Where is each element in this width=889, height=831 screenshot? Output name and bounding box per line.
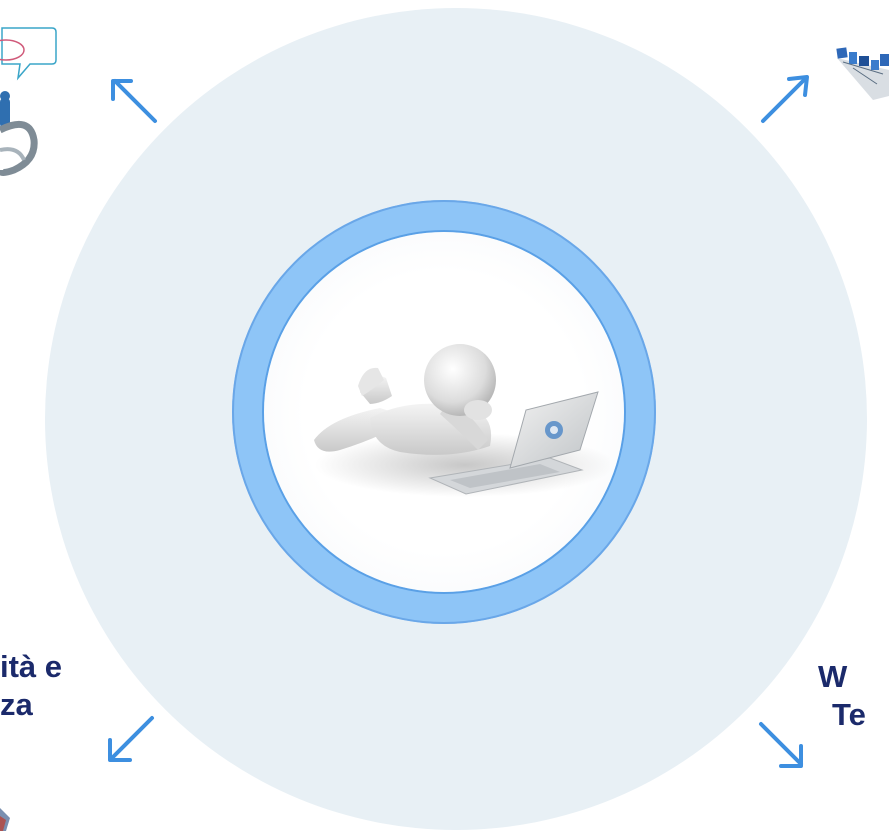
speech-bubble-people-icon	[0, 20, 64, 185]
logo-fragment-icon	[0, 808, 14, 831]
network-devices-icon	[833, 40, 889, 110]
arrow-bottom-left	[100, 710, 160, 770]
bottom-right-label-line2: Te	[818, 696, 866, 734]
bottom-left-label-line1: ità e	[0, 648, 62, 686]
person-lying-with-laptop-icon	[300, 300, 610, 510]
bottom-right-label: W Te	[818, 658, 866, 734]
bottom-right-label-line1: W	[818, 658, 866, 696]
arrow-top-left	[105, 75, 165, 135]
arrow-top-right	[755, 65, 815, 125]
arrow-bottom-right	[755, 718, 815, 778]
bottom-left-label-line2: za	[0, 686, 62, 724]
bottom-left-label: ità e za	[0, 648, 62, 724]
